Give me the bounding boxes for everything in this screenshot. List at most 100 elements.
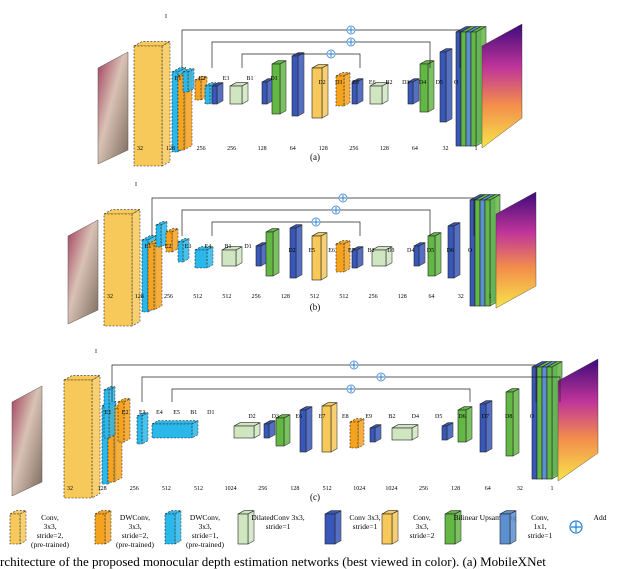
input-image: [11, 385, 43, 497]
feature-block: [265, 228, 280, 277]
panel-label: (c): [310, 492, 320, 502]
feature-block: [221, 246, 243, 267]
feature-block: [311, 232, 328, 281]
feature-block: [349, 418, 365, 449]
layer-label: I: [135, 182, 137, 188]
feature-block: [151, 420, 199, 439]
input-conv-block: [133, 41, 171, 167]
channel-label: 256: [349, 146, 358, 152]
legend-label: stride=1: [266, 522, 291, 531]
legend-label: Conv,: [413, 513, 431, 522]
encoder-block: [147, 239, 163, 311]
feature-block: [419, 60, 435, 113]
feature-block: [407, 78, 420, 105]
add-node: [349, 360, 359, 370]
feature-block: [439, 48, 453, 123]
layer-label: O: [454, 80, 459, 86]
feature-block: [351, 246, 364, 269]
skip-connection: [151, 197, 475, 236]
channel-label: 256: [419, 486, 428, 492]
feature-block: [289, 224, 303, 279]
channel-label: 256: [258, 486, 267, 492]
channel-label: 256: [197, 146, 206, 152]
input-conv-block: [63, 375, 101, 499]
legend: Conv,3x3,stride=2,(pre-trained)DWConv,3x…: [9, 510, 607, 549]
feature-block: [194, 246, 214, 269]
layer-label: E2: [122, 410, 129, 416]
skip-connection: [171, 388, 471, 402]
skip-connection: [111, 364, 537, 402]
layer-label: D4: [407, 248, 414, 254]
skip-connection: [141, 376, 561, 402]
legend-label: stride=2,: [122, 531, 149, 540]
legend-label: Conv,: [41, 513, 59, 522]
feature-block: [299, 406, 313, 453]
layer-label: D3: [272, 414, 279, 420]
add-node: [311, 217, 321, 227]
legend-swatch: [164, 510, 182, 545]
legend-label: Add: [594, 513, 607, 522]
legend-label: 3x3,: [198, 522, 211, 531]
add-node: [326, 49, 336, 59]
legend-item: Add: [569, 513, 607, 534]
feature-block: [271, 60, 287, 115]
layer-label: E1: [145, 244, 152, 250]
feature-block: [413, 242, 426, 267]
feature-block: [371, 246, 393, 267]
layer-label: D4: [412, 414, 419, 420]
feature-block: [427, 232, 442, 277]
legend-label: stride=2: [410, 531, 435, 540]
legend-swatch: [9, 510, 27, 545]
layer-label: I: [95, 349, 97, 355]
legend-label: (pre-trained): [186, 540, 224, 549]
feature-block: [117, 398, 131, 443]
feature-block: [479, 400, 493, 453]
feature-block: [255, 242, 268, 267]
layer-label: E3: [139, 410, 146, 416]
channel-label: 64: [485, 486, 491, 492]
layer-label: E8: [342, 414, 349, 420]
legend-item: Conv,3x3,stride=2: [381, 510, 435, 545]
feature-block: [233, 422, 261, 439]
layer-label: E5: [173, 410, 180, 416]
legend-item: Conv 3x3,stride=1: [324, 510, 381, 545]
channel-label: 128: [98, 486, 107, 492]
channel-label: 64: [412, 146, 418, 152]
legend-swatch: [381, 510, 399, 545]
layer-label: B1: [246, 76, 253, 82]
feature-block: [369, 424, 382, 443]
input-image: [67, 219, 99, 325]
layer-label: E2: [199, 76, 206, 82]
layer-label: B2: [385, 80, 392, 86]
legend-swatch: [324, 510, 342, 545]
layer-label: D4: [419, 80, 426, 86]
depth-map: [495, 191, 537, 309]
legend-label: stride=1,: [192, 531, 219, 540]
feature-block: [505, 388, 520, 457]
layer-label: E3: [223, 76, 230, 82]
channel-label: 32: [442, 146, 448, 152]
feature-block: [291, 52, 305, 117]
layer-label: E4: [205, 244, 212, 250]
layer-label: E9: [365, 414, 372, 420]
channel-label: 1: [489, 294, 492, 300]
channel-label: 128: [451, 486, 460, 492]
legend-label: DilatedConv 3x3,: [251, 513, 304, 522]
channel-label: 128: [380, 146, 389, 152]
channel-label: 1024: [225, 486, 237, 492]
layer-label: E3: [185, 244, 192, 250]
add-node: [331, 205, 341, 215]
legend-label: DWConv,: [190, 513, 220, 522]
layer-label: D2: [248, 414, 255, 420]
layer-label: E2: [165, 244, 172, 250]
layer-label: D5: [427, 248, 434, 254]
legend-label: Conv,: [531, 513, 549, 522]
panel-label: (a): [310, 152, 320, 162]
depth-map: [481, 23, 523, 149]
layer-label: E7: [319, 414, 326, 420]
layer-label: D3: [335, 80, 342, 86]
layer-label: D8: [505, 414, 512, 420]
channel-label: 1: [475, 146, 478, 152]
